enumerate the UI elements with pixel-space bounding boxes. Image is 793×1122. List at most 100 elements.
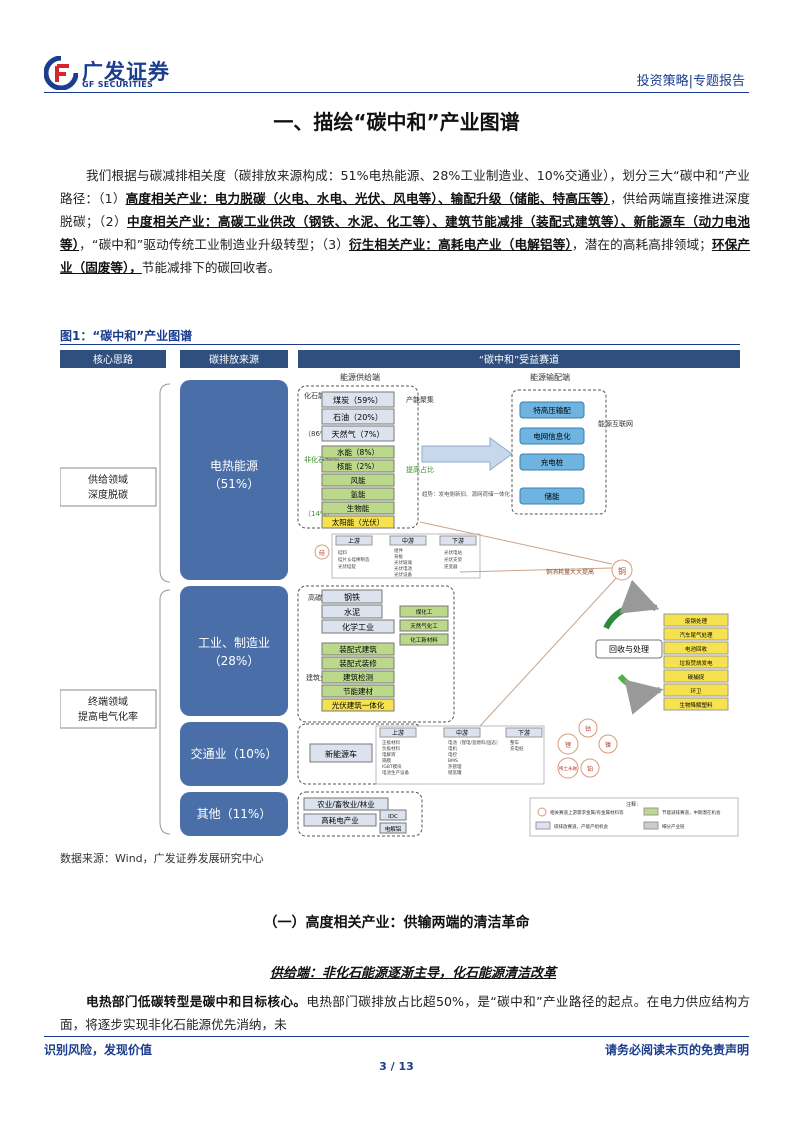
nonfossil-nuclear-text: 核能（2%）	[337, 461, 379, 471]
copper-text: 铜	[618, 566, 626, 576]
core-idea-supply-l2: 深度脱碳	[88, 488, 128, 501]
recycle-items: 废钢处理 汽车尾气处理 电池回收 垃圾焚烧发电 碳捕捉 环卫 生物降解塑料	[663, 613, 729, 711]
metal-cobalt-text: 钴	[585, 725, 591, 733]
industry-map-svg: 核心思路 碳排放来源 “碳中和”受益赛道 供给领域 深度脱碳 终端领域 提高电气…	[60, 350, 740, 837]
nev-mid-0: 电池（锂电/氢燃料/固态）	[448, 739, 501, 746]
nonfossil-bio-text: 生物能	[347, 503, 370, 513]
nev-mid-5: 储氢罐	[448, 769, 462, 776]
building-materials-text: 节能建材	[343, 686, 373, 696]
source-other	[180, 792, 288, 836]
legend-item-0: 相关赛道上游需求金属/有金属材料等	[550, 809, 624, 816]
nev-up-3: 隔膜	[382, 757, 391, 764]
nev-mid-1: 电机	[448, 745, 457, 752]
metal-nickel	[598, 734, 618, 754]
source-industry-name: 工业、制造业	[198, 636, 270, 650]
source-transport-name: 交通业（10%）	[191, 746, 278, 761]
source-electric-heat	[180, 380, 288, 580]
bracket-terminal	[159, 589, 171, 835]
recycle-item-2	[663, 641, 729, 655]
other-idc-text: IDC	[388, 814, 398, 820]
recycle-item-6	[663, 697, 729, 711]
legend-swatch-2	[535, 821, 551, 830]
supply-title: 能源供给端	[340, 372, 380, 382]
pv-mid-2: 背板	[394, 553, 403, 560]
core-idea-terminal-l2: 提高电气化率	[78, 710, 138, 723]
fossil-gas	[321, 425, 395, 442]
chem-gas	[399, 619, 449, 632]
mode-note: 趋势：发电侧新旧、源网荷储一体化	[422, 490, 511, 498]
industry-steel-text: 钢铁	[344, 592, 360, 602]
nonfossil-hydro	[321, 445, 395, 459]
recycle-item-3	[663, 655, 729, 669]
grid-charging-text: 充电桩	[541, 457, 564, 467]
grid-info-text: 电网信息化	[533, 431, 571, 441]
nev-up-2: 电解液	[382, 751, 396, 758]
recycle-item-5-text: 环卫	[690, 688, 702, 695]
metal-rare-earth-text: 稀土永磁	[559, 765, 577, 772]
header-core-ideas-text: 核心思路	[93, 353, 133, 366]
source-electric-heat-name: 电热能源	[210, 459, 258, 473]
recycle-item-4	[663, 669, 729, 683]
header-divider	[44, 92, 749, 93]
nonfossil-wind-text: 风能	[351, 475, 366, 485]
nev-up-1: 负极材料	[382, 745, 400, 752]
nev-chain-down-text: 下游	[518, 729, 530, 737]
grid-storage-text: 储能	[545, 491, 560, 501]
gf-logo: 广发证券 GF SECURITIES	[44, 54, 194, 94]
nonfossil-hydro-text: 水能（8%）	[337, 447, 379, 457]
core-idea-supply-l1: 供给领域	[88, 473, 128, 486]
legend-swatch-0	[537, 807, 547, 817]
nev-chain-mid	[443, 727, 481, 738]
header-sources-text: 碳排放来源	[209, 353, 259, 366]
grid-uhv-text: 特高压输配	[533, 405, 571, 415]
page-number: 3 / 13	[379, 1060, 414, 1073]
recycle-item-1-text: 汽车尾气处理	[679, 631, 713, 639]
grid-charging	[519, 453, 585, 471]
fossil-gas-text: 天然气（7%）	[332, 429, 385, 439]
nev-mid-4: 热管理	[448, 763, 462, 770]
core-idea-terminal	[60, 689, 157, 729]
other-aluminum	[379, 822, 407, 834]
legend-item-1: 节能减排赛道，中期潜在机会	[662, 809, 721, 816]
silicon-text: 硅	[319, 549, 325, 557]
other-idc	[379, 809, 407, 821]
chem-coal-text: 煤化工	[416, 608, 433, 616]
pv-down-2: 光伏支架	[444, 556, 462, 563]
fossil-oil	[321, 408, 395, 425]
legend-swatch-3	[643, 821, 659, 830]
supply-to-grid-arrow	[421, 437, 513, 471]
other-high-power-text: 高耗电产业	[321, 815, 359, 825]
internet-note: 能源互联网	[598, 419, 633, 428]
data-source: 数据来源：Wind，广发证券发展研究中心	[60, 852, 264, 865]
recycle-item-0-text: 废钢处理	[685, 617, 708, 625]
source-other-name: 其他（11%）	[197, 807, 272, 821]
legend-swatch-1	[643, 807, 659, 816]
metal-cobalt	[578, 718, 598, 738]
logo-english: GF SECURITIES	[82, 80, 154, 89]
core-idea-supply	[60, 467, 157, 507]
recycle-item-5	[663, 683, 729, 697]
header-tracks-text: “碳中和”受益赛道	[479, 353, 559, 366]
nev-box	[309, 743, 373, 763]
bracket-supply	[159, 383, 171, 583]
pv-chain-down	[439, 535, 477, 546]
intro-paragraph: 我们根据与碳减排相关度（碳排放来源构成：51%电热能源、28%工业制造业、10%…	[60, 168, 751, 275]
nonfossil-solar-text: 太阳能（光伏）	[332, 517, 385, 527]
core-idea-terminal-l1: 终端领域	[88, 695, 128, 708]
header-sources	[180, 350, 288, 368]
recycle-item-0	[663, 613, 729, 627]
fossil-pct: （86%）	[304, 430, 334, 438]
industry-chemical-text: 化学工业	[342, 622, 374, 632]
industry-map-figure: 核心思路 碳排放来源 “碳中和”受益赛道 供给领域 深度脱碳 终端领域 提高电气…	[60, 346, 740, 840]
chem-new-text: 化工新材料	[410, 636, 438, 644]
header-tracks	[298, 350, 740, 368]
grid-storage	[519, 487, 585, 505]
pv-chain-down-text: 下游	[452, 537, 464, 545]
metal-rare-earth	[557, 757, 579, 779]
other-agri-text: 农业/畜牧业/林业	[317, 799, 375, 809]
footer-slogan: 识别风险，发现价值	[44, 1043, 153, 1057]
industry-cement	[321, 604, 383, 619]
building-bipv	[321, 698, 395, 712]
building-prefab	[321, 642, 395, 656]
logo-chinese: 广发证券	[82, 60, 170, 84]
